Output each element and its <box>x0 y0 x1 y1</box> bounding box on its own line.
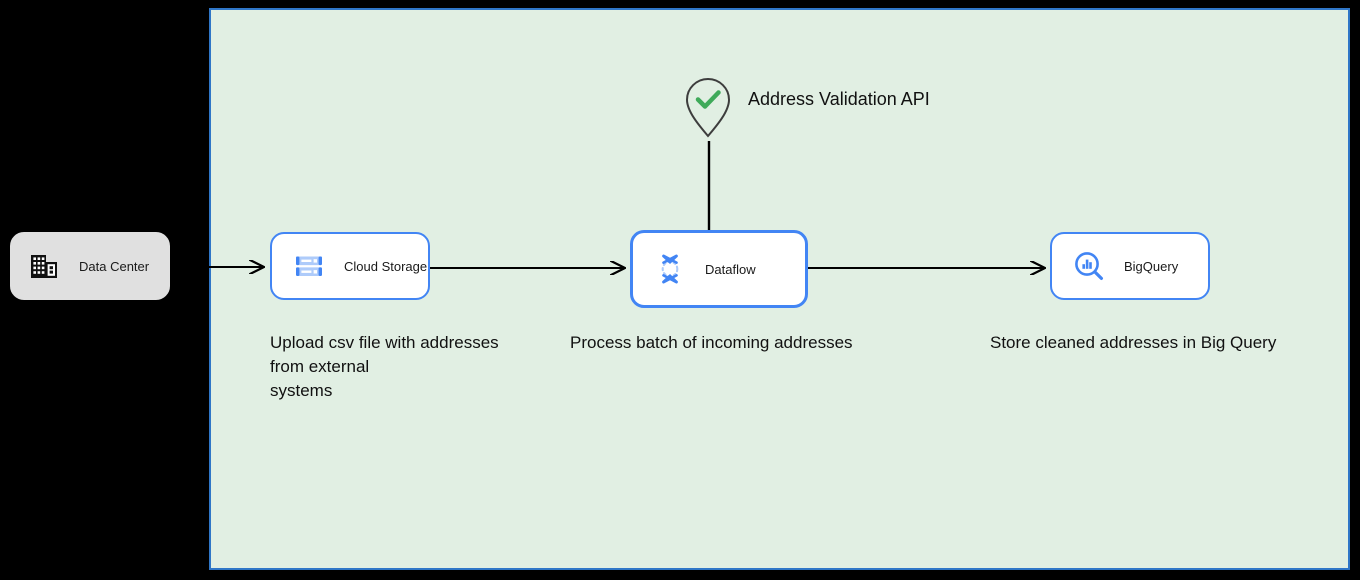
node-cloud-storage[interactable]: Cloud Storage <box>270 232 430 300</box>
node-cloud-storage-label: Cloud Storage <box>344 258 428 274</box>
node-dataflow-label: Dataflow <box>705 261 756 277</box>
node-address-validation-api-label: Address Validation API <box>748 89 930 109</box>
caption-dataflow: Process batch of incoming addresses <box>570 333 853 352</box>
caption-cloud-storage: Upload csv file with addresses from exte… <box>270 333 499 400</box>
node-bigquery[interactable]: BigQuery <box>1050 232 1210 300</box>
node-address-validation-api[interactable] <box>684 76 732 138</box>
map-pin-check-icon <box>685 77 731 138</box>
node-data-center[interactable]: Data Center <box>10 232 170 300</box>
node-dataflow[interactable]: Dataflow <box>630 230 808 308</box>
dataflow-icon <box>653 252 687 286</box>
caption-bigquery: Store cleaned addresses in Big Query <box>990 333 1277 352</box>
node-data-center-label: Data Center <box>79 258 150 274</box>
bigquery-icon <box>1072 249 1106 283</box>
node-bigquery-label: BigQuery <box>1124 258 1179 274</box>
cloud-storage-icon <box>292 249 326 283</box>
office-building-icon <box>29 251 59 281</box>
